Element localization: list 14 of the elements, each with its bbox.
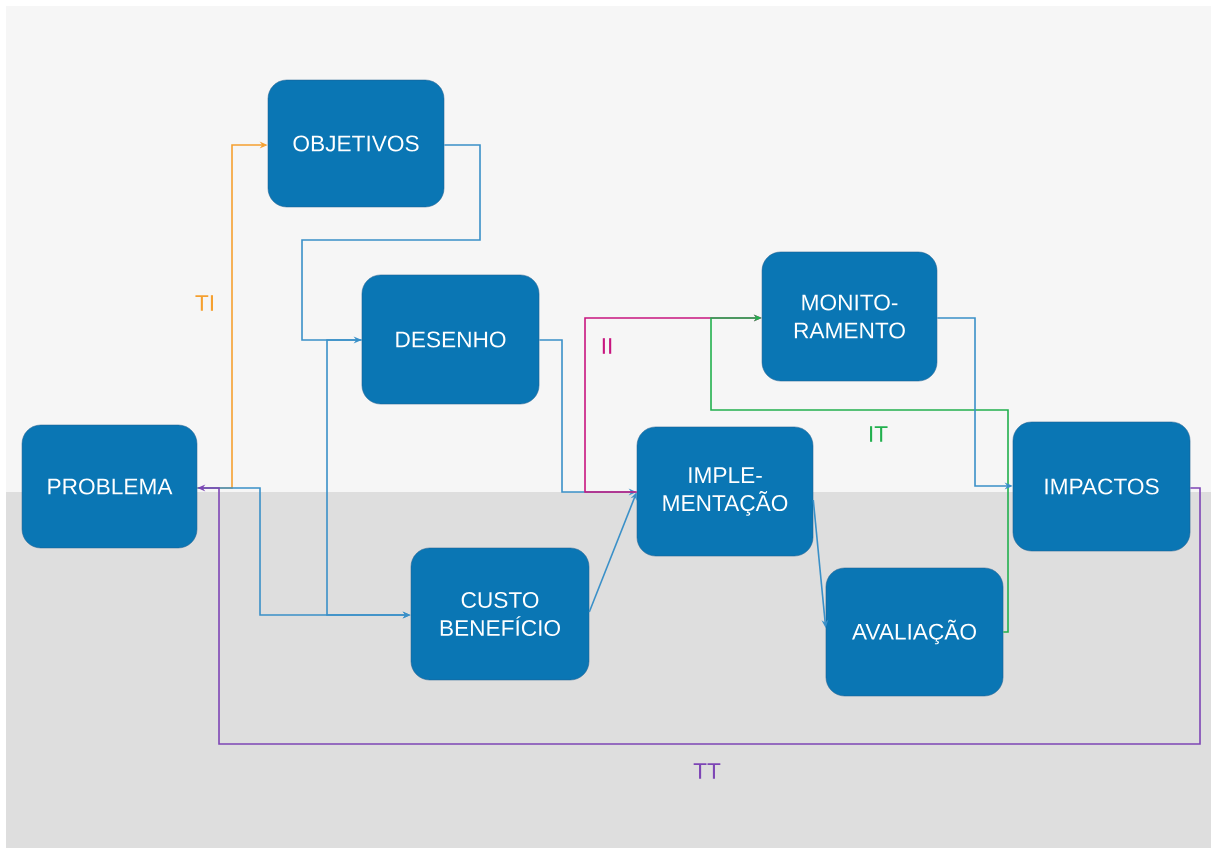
edge-label: TT [693,763,721,779]
edge-label: II [602,338,612,354]
process-box: DESENHO [361,274,540,405]
edge-label: TI [195,295,213,311]
process-box: MONITO- RAMENTO [761,251,938,382]
process-box: OBJETIVOS [267,79,445,208]
edge-label: IT [870,426,888,442]
process-box: CUSTO BENEFÍCIO [410,547,590,681]
process-box: AVALIAÇÃO [825,567,1004,697]
connector-arrow [710,314,1009,633]
process-box: IMPLE- MENTAÇÃO [636,426,814,557]
process-box: IMPACTOS [1012,421,1191,552]
connector-arrow [588,492,637,613]
process-box: PROBLEMA [21,424,198,549]
